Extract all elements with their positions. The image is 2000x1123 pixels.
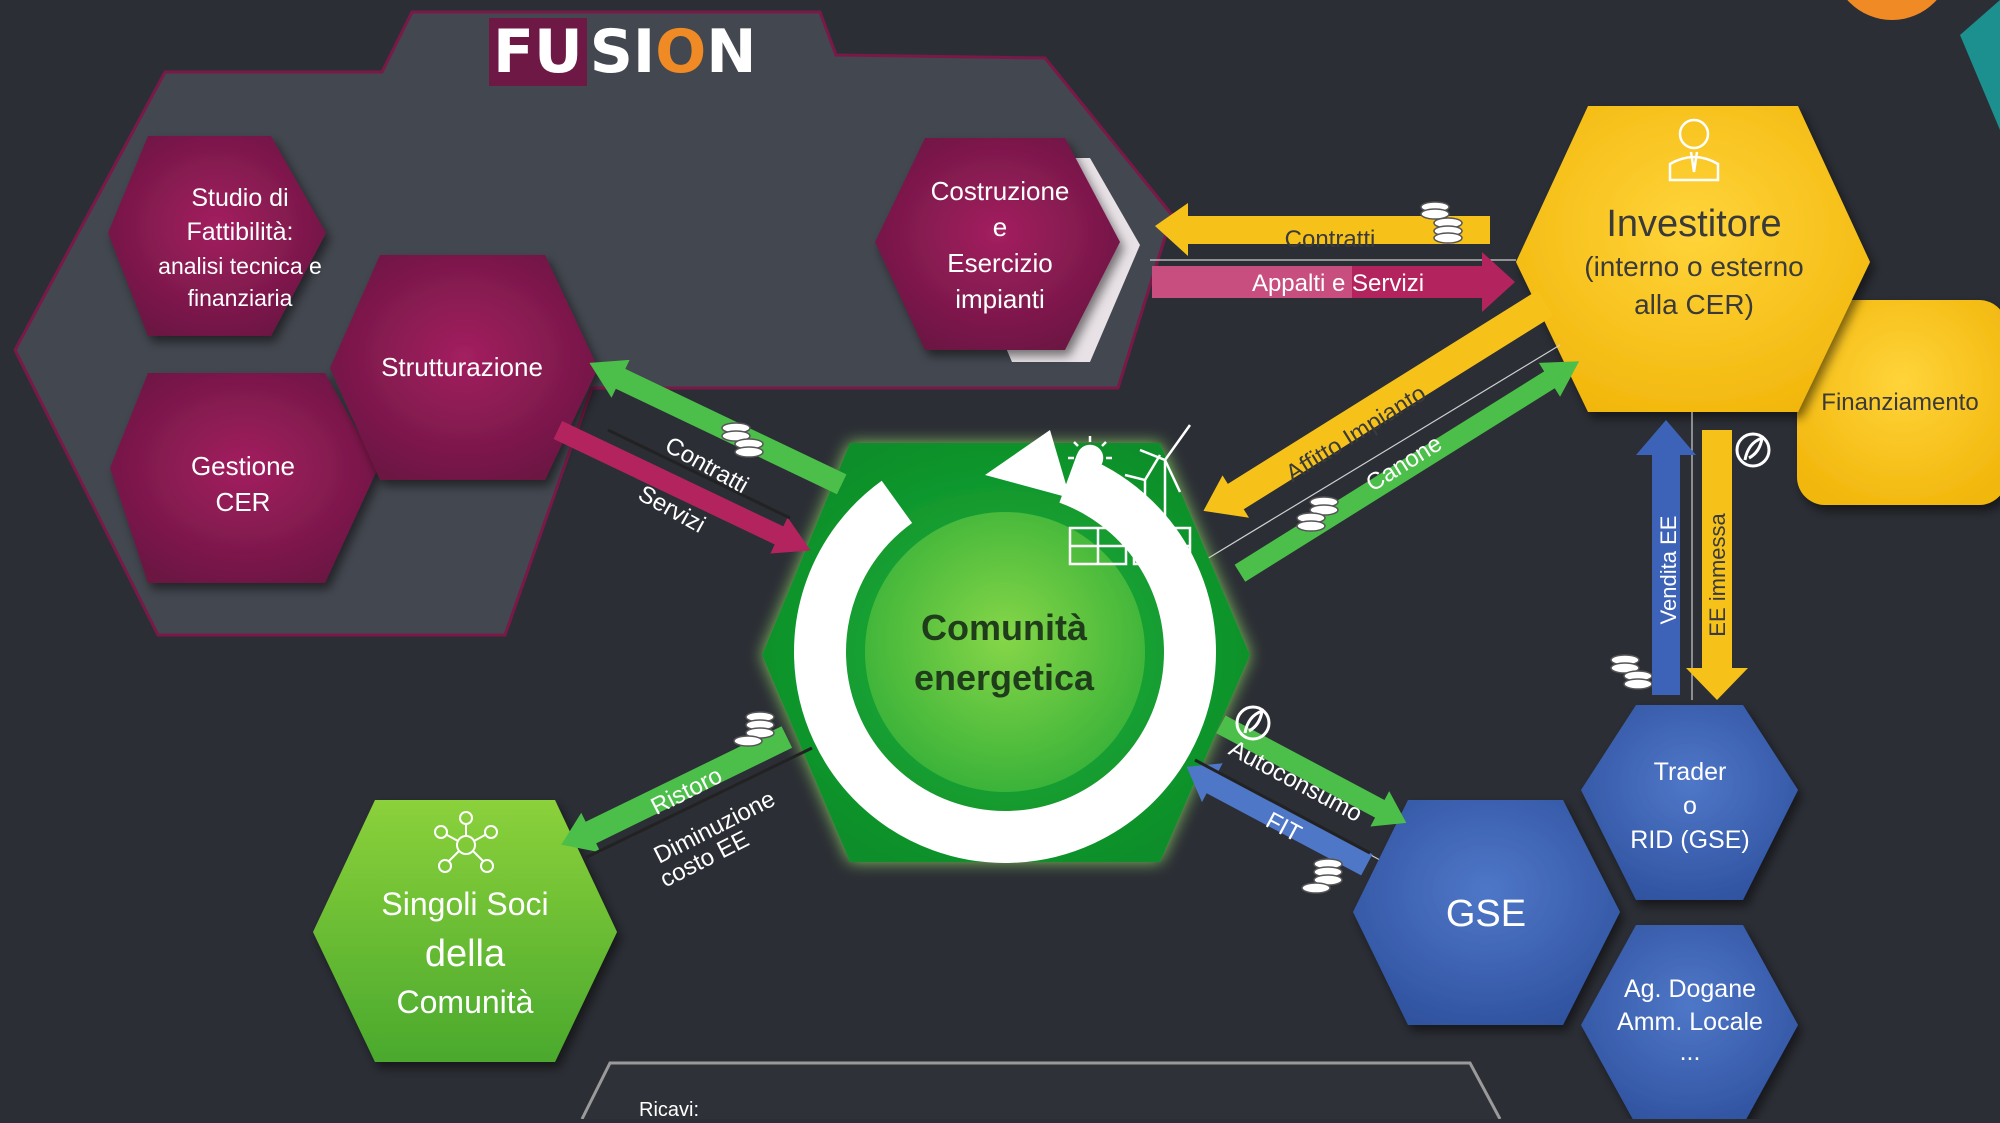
costruzione-line4: impianti bbox=[955, 284, 1045, 314]
hex-gse bbox=[1353, 800, 1620, 1025]
hex-costruzione bbox=[875, 138, 1120, 350]
comunita-line2: energetica bbox=[914, 657, 1095, 698]
community-network-icon bbox=[434, 811, 498, 873]
arrow-servizi bbox=[553, 420, 811, 554]
corner-orange-shape bbox=[1847, 0, 1937, 20]
soci-line1: Singoli Soci bbox=[381, 886, 548, 922]
costruzione-line3: Esercizio bbox=[947, 248, 1052, 278]
renewable-energy-icon bbox=[1068, 424, 1192, 566]
coins-icon bbox=[1296, 496, 1339, 532]
appalti-label: Appalti e Servizi bbox=[1252, 270, 1424, 297]
arrow-contratti-left bbox=[589, 359, 847, 495]
arrow-divider-left bbox=[607, 428, 791, 520]
vendita-label: Vendita EE bbox=[1656, 516, 1681, 625]
link-comunita-investitore bbox=[1191, 344, 1561, 569]
coins-icon bbox=[733, 711, 775, 747]
arrow-contratti-top bbox=[1155, 203, 1490, 256]
hex-soci bbox=[313, 800, 617, 1062]
finanziamento-label: Finanziamento bbox=[1821, 389, 1978, 416]
arrow-appalti bbox=[1152, 252, 1515, 312]
investitore-title: Investitore bbox=[1606, 203, 1781, 245]
hex-strutturazione bbox=[330, 255, 598, 480]
contratti-top-label: Contratti bbox=[1285, 226, 1376, 253]
arrow-divider-gse bbox=[1194, 758, 1371, 855]
arrow-affitto bbox=[1203, 290, 1554, 518]
investitore-sub2: alla CER) bbox=[1634, 289, 1754, 320]
gse-label: GSE bbox=[1446, 893, 1526, 935]
arrow-fit bbox=[1186, 763, 1373, 876]
arrow-autoconsumo bbox=[1216, 715, 1407, 827]
coins-icon bbox=[1610, 654, 1653, 690]
dogane-line2: Amm. Locale bbox=[1617, 1008, 1763, 1036]
trader-line3: RID (GSE) bbox=[1630, 826, 1749, 854]
investitore-sub1: (interno o esterno bbox=[1584, 251, 1803, 282]
logo-part-si: SI bbox=[589, 17, 656, 87]
trader-line1: Trader bbox=[1654, 758, 1727, 786]
soci-line3: Comunità bbox=[397, 984, 534, 1020]
eco-power-icon bbox=[1735, 432, 1771, 468]
arrow-divider-soci bbox=[584, 746, 813, 860]
coins-icon bbox=[1420, 201, 1463, 244]
dogane-line3: ... bbox=[1680, 1038, 1701, 1066]
strutturazione-label: Strutturazione bbox=[381, 352, 543, 382]
coins-icon bbox=[1301, 858, 1343, 894]
studio-line3: analisi tecnica e bbox=[158, 253, 322, 279]
investor-person-icon bbox=[1668, 118, 1720, 182]
hex-dogane bbox=[1581, 925, 1798, 1123]
coins-icon bbox=[721, 422, 764, 458]
hex-studio bbox=[108, 136, 326, 336]
dogane-line1: Ag. Dogane bbox=[1624, 975, 1756, 1003]
arrow-ristoro bbox=[561, 726, 793, 853]
studio-line2: Fattibilità: bbox=[187, 218, 294, 246]
costruzione-line2: e bbox=[993, 212, 1007, 242]
studio-line4: finanziaria bbox=[188, 285, 293, 311]
ricavi-box bbox=[580, 1061, 1502, 1120]
logo-part-n: N bbox=[706, 17, 757, 87]
gestione-line1: Gestione bbox=[191, 451, 295, 481]
cycle-arrow-head bbox=[985, 430, 1070, 498]
hex-investitore bbox=[1516, 106, 1870, 412]
logo-part-fu: FU bbox=[489, 18, 587, 86]
arrow-immessa bbox=[1686, 430, 1748, 700]
eco-power-icon bbox=[1235, 705, 1271, 741]
costruzione-line1: Costruzione bbox=[931, 176, 1070, 206]
fusion-logo: FU SI O N bbox=[489, 18, 757, 86]
trader-line2: o bbox=[1683, 792, 1697, 820]
hex-trader bbox=[1581, 705, 1798, 900]
arrow-vendita bbox=[1636, 420, 1696, 695]
immessa-label: EE immessa bbox=[1705, 513, 1730, 637]
finanziamento-box bbox=[1797, 300, 2000, 505]
soci-line2: della bbox=[425, 933, 506, 975]
comunita-line1: Comunità bbox=[921, 607, 1088, 648]
ricavi-label: Ricavi: bbox=[639, 1099, 699, 1119]
corner-teal-shape bbox=[1960, 0, 2000, 130]
studio-line1: Studio di bbox=[191, 184, 288, 212]
comunita-core bbox=[865, 512, 1145, 792]
hex-gestione bbox=[110, 373, 378, 583]
logo-part-o: O bbox=[655, 17, 707, 87]
gestione-line2: CER bbox=[216, 487, 271, 517]
